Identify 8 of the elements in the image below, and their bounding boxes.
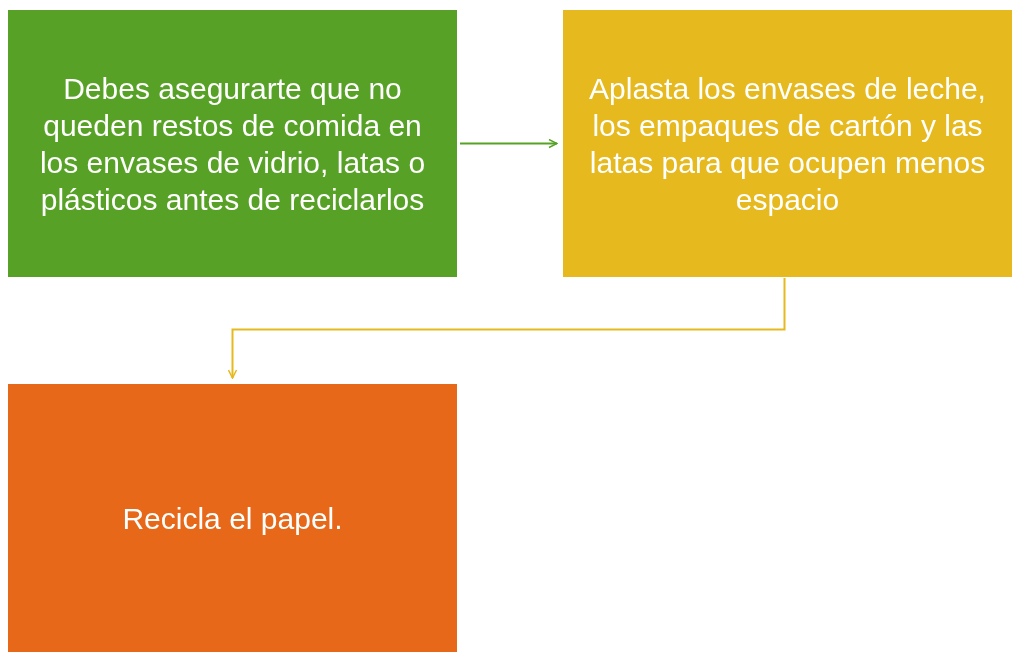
process-box	[8, 384, 457, 652]
process-box	[563, 10, 1012, 277]
process-box	[8, 10, 457, 277]
arrow	[459, 138, 558, 149]
arrow	[227, 277, 786, 379]
box-text: Recicla el papel.	[122, 500, 343, 537]
box-text: Aplasta los envases de leche, los empaques de cartón y las latas para que ocupen menos espacio	[588, 70, 987, 218]
box-text: Debes asegurarte que no queden restos de comida en los envases de vidrio, latas o plásticos antes de reciclarlos	[38, 70, 427, 218]
